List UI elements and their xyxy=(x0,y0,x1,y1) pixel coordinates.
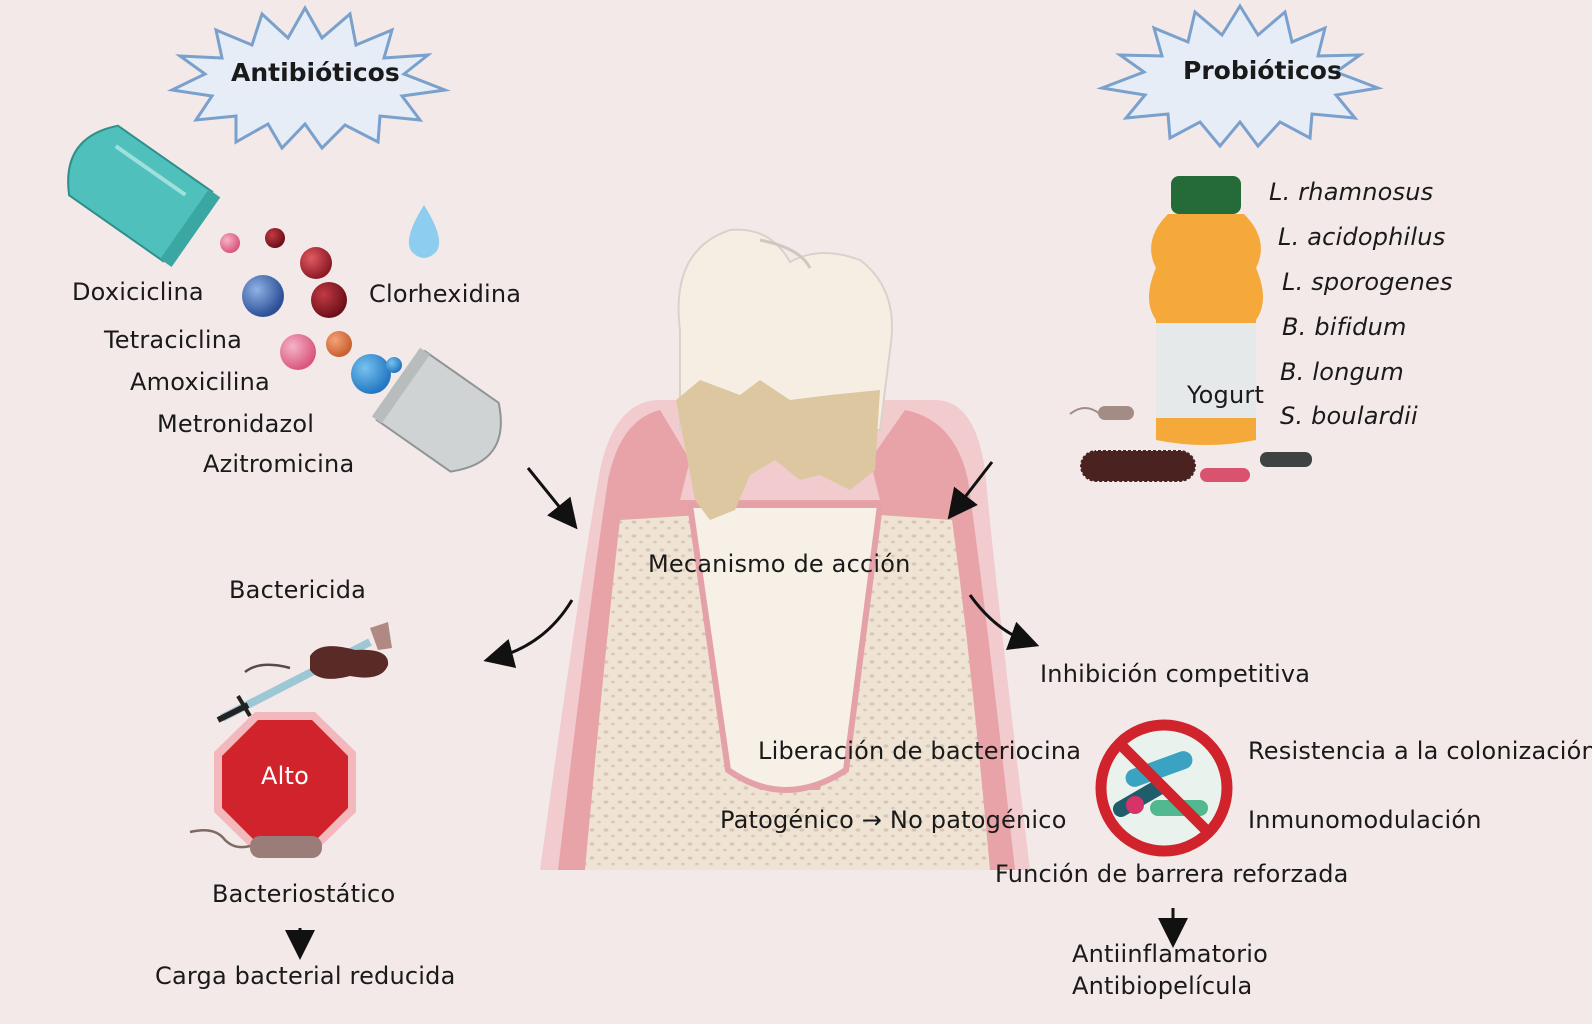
clorhexidina-label: Clorhexidina xyxy=(369,280,522,308)
antibiotics-burst xyxy=(166,4,451,151)
bacteriostatic-label: Bacteriostático xyxy=(212,880,396,908)
pathogenic-shift-label: Patogénico → No patogénico xyxy=(720,806,1067,834)
capsule-grey-icon xyxy=(371,347,502,473)
arrow-probiotics-out xyxy=(968,594,1040,650)
strain-label: S. boulardii xyxy=(1280,402,1418,430)
capsule-teal-icon xyxy=(67,124,221,268)
arrow-antibiotics-in xyxy=(526,467,578,530)
syringe-icon xyxy=(216,622,392,723)
bacteria-cluster-icon xyxy=(1069,406,1312,483)
colonization-resistance-label: Resistencia a la colonización xyxy=(1248,737,1592,765)
probiotics-burst xyxy=(1096,3,1384,149)
competitive-inhibition-label: Inhibición competitiva xyxy=(1040,660,1311,688)
yogurt-bottle-icon xyxy=(1149,176,1263,445)
drug-label: Doxiciclina xyxy=(72,278,204,306)
strain-label: B. longum xyxy=(1280,358,1404,386)
outcome-label: Antiinflamatorio xyxy=(1072,940,1269,968)
drug-label: Amoxicilina xyxy=(130,368,270,396)
strain-label: L. acidophilus xyxy=(1278,223,1446,251)
bottle-label: Yogurt xyxy=(1187,381,1265,409)
drug-label: Tetraciclina xyxy=(104,326,243,354)
stop-sign-icon xyxy=(189,712,356,858)
drug-label: Metronidazol xyxy=(157,410,315,438)
arrow-probiotics-in xyxy=(947,461,994,520)
strain-label: L. rhamnosus xyxy=(1269,178,1434,206)
stop-sign-label: Alto xyxy=(261,762,309,790)
barrier-label: Función de barrera reforzada xyxy=(995,860,1349,888)
strain-label: L. sporogenes xyxy=(1282,268,1453,296)
probiotics-title: Probióticos xyxy=(1183,56,1342,85)
immunomodulation-label: Inmunomodulación xyxy=(1248,806,1482,834)
flow-arrows xyxy=(285,461,1188,960)
mechanism-label: Mecanismo de acción xyxy=(648,550,911,578)
bacteriocin-label: Liberación de bacteriocina xyxy=(758,737,1082,765)
drug-particles xyxy=(220,228,402,394)
drug-label: Azitromicina xyxy=(203,450,355,478)
strain-label: B. bifidum xyxy=(1282,313,1407,341)
drop-icon xyxy=(408,205,440,258)
antibiotics-title: Antibióticos xyxy=(231,58,400,87)
tooth-illustration xyxy=(540,228,1030,870)
outcome-label: Antibiopelícula xyxy=(1072,972,1253,1000)
arrow-antibiotics-out xyxy=(483,599,574,668)
bactericidal-label: Bactericida xyxy=(229,576,367,604)
no-bacteria-icon xyxy=(1095,719,1233,857)
reduced-load-label: Carga bacterial reducida xyxy=(155,962,456,990)
